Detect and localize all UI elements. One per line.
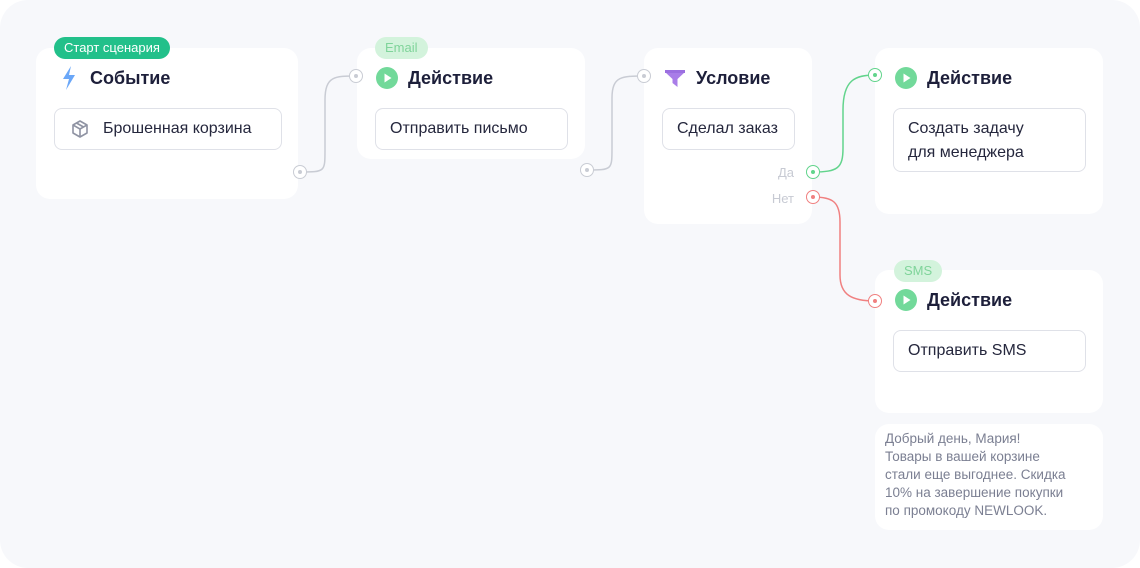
condition-input-port[interactable]	[637, 69, 651, 83]
sms-preview-line: Товары в вашей корзине	[885, 449, 1040, 464]
task-action-header: Действие	[895, 67, 1012, 89]
sms-input-port[interactable]	[868, 294, 882, 308]
task-action-label-line1: Создать задачу	[908, 120, 1024, 137]
email-action-field[interactable]: Отправить письмо	[375, 108, 568, 150]
event-trigger-field[interactable]: Брошенная корзина	[54, 108, 282, 150]
sms-action-header: Действие	[895, 289, 1012, 311]
task-action-label-line2: для менеджера	[908, 144, 1024, 161]
condition-title: Условие	[696, 67, 771, 88]
condition-label: Сделал заказ	[677, 120, 778, 137]
condition-no-port[interactable]	[806, 190, 820, 204]
email-output-port[interactable]	[580, 163, 594, 177]
task-action-field[interactable]: Создать задачу для менеджера	[893, 108, 1086, 172]
condition-yes-port[interactable]	[806, 165, 820, 179]
email-action-title: Действие	[408, 67, 494, 88]
play-icon	[895, 67, 917, 89]
email-input-port[interactable]	[349, 69, 363, 83]
email-action-label: Отправить письмо	[390, 120, 528, 137]
event-trigger-label: Брошенная корзина	[103, 120, 252, 137]
condition-field[interactable]: Сделал заказ	[662, 108, 795, 150]
event-output-port[interactable]	[293, 165, 307, 179]
box-icon	[69, 118, 91, 140]
task-action-title: Действие	[927, 67, 1013, 88]
sms-preview-line: по промокоду NEWLOOK.	[885, 503, 1048, 518]
email-channel-badge: Email	[375, 37, 428, 59]
task-input-port[interactable]	[868, 68, 882, 82]
condition-header: Условие	[664, 67, 770, 89]
event-node-title: Событие	[90, 67, 171, 88]
play-icon	[895, 289, 917, 311]
sms-channel-badge: SMS	[894, 260, 943, 282]
lightning-icon	[58, 66, 80, 90]
email-action-header: Действие	[376, 67, 493, 89]
condition-yes-label: Да	[777, 165, 794, 180]
sms-preview-line: 10% на завершение покупки	[885, 485, 1064, 500]
sms-action-title: Действие	[927, 289, 1013, 310]
filter-icon	[664, 67, 686, 89]
sms-action-field[interactable]: Отправить SMS	[893, 330, 1086, 372]
sms-preview-line: стали еще выгоднее. Скидка	[885, 467, 1066, 482]
sms-message-preview: Добрый день, Мария! Товары в вашей корзи…	[875, 424, 1103, 530]
sms-preview-line: Добрый день, Мария!	[885, 431, 1021, 446]
event-node-header: Событие	[58, 66, 171, 90]
play-icon	[376, 67, 398, 89]
sms-action-label: Отправить SMS	[908, 342, 1027, 359]
condition-no-label: Нет	[771, 191, 794, 206]
start-scenario-badge: Старт сценария	[54, 37, 170, 59]
